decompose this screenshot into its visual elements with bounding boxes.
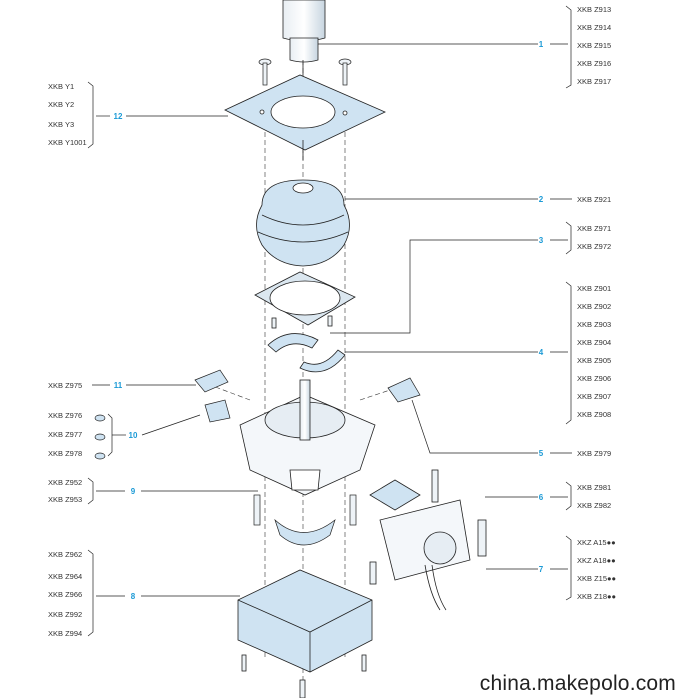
part-reference: XKB Z15●● [577, 574, 616, 583]
rubber-boot [256, 179, 350, 267]
switch-module [369, 469, 487, 611]
part-reference: XKB Z916 [577, 59, 611, 68]
callout-2: 2 XKB Z921 [539, 195, 611, 204]
part-reference: XKB Z917 [577, 77, 611, 86]
mounting-plate [224, 74, 386, 160]
part-reference: XKB Z953 [48, 495, 82, 504]
part-reference: XKB Y2 [48, 100, 74, 109]
part-reference: XKB Z905 [577, 356, 611, 365]
part-reference: XKB Z992 [48, 610, 82, 619]
part-reference: XKZ A15●● [577, 538, 616, 547]
part-reference: XKZ A18●● [577, 556, 616, 565]
left-clips [94, 369, 231, 460]
part-reference: XKB Z977 [48, 430, 82, 439]
callout-number: 1 [539, 40, 544, 49]
part-reference: XKB Z966 [48, 590, 82, 599]
callout-number: 8 [131, 592, 136, 601]
right-clip [387, 377, 421, 403]
callout-number: 9 [131, 487, 136, 496]
part-reference: XKB Z915 [577, 41, 611, 50]
callout-number: 11 [114, 381, 123, 390]
part-reference: XKB Y1 [48, 82, 74, 91]
part-reference: XKB Y1001 [48, 138, 87, 147]
callout-7: 7 XKZ A15●● XKZ A18●● XKB Z15●● XKB Z18●● [539, 538, 616, 601]
part-reference: XKB Z18●● [577, 592, 616, 601]
part-reference: XKB Z908 [577, 410, 611, 419]
callout-number: 6 [539, 493, 544, 502]
part-reference: XKB Z901 [577, 284, 611, 293]
callout-number: 2 [539, 195, 544, 204]
part-reference: XKB Z903 [577, 320, 611, 329]
guide-plates [267, 315, 346, 373]
callout-number: 12 [114, 112, 123, 121]
part-reference: XKB Z906 [577, 374, 611, 383]
part-reference: XKB Z982 [577, 501, 611, 510]
callout-leaders [87, 5, 572, 637]
part-reference: XKB Z914 [577, 23, 611, 32]
part-reference: XKB Z921 [577, 195, 611, 204]
callout-5: 5 XKB Z979 [539, 449, 611, 458]
part-reference: XKB Y3 [48, 120, 74, 129]
callout-11: 11 XKB Z975 [48, 381, 123, 390]
callout-number: 10 [129, 431, 138, 440]
part-reference: XKB Z964 [48, 572, 82, 581]
base [237, 569, 373, 698]
part-reference: XKB Z904 [577, 338, 611, 347]
part-reference: XKB Z976 [48, 411, 82, 420]
part-reference: XKB Z952 [48, 478, 82, 487]
gasket [254, 271, 356, 326]
part-reference: XKB Z979 [577, 449, 611, 458]
top-screws [258, 58, 352, 86]
callout-number: 4 [539, 348, 544, 357]
part-reference: XKB Z978 [48, 449, 82, 458]
knob-head [282, 0, 326, 76]
part-reference: XKB Z962 [48, 550, 82, 559]
part-reference: XKB Z981 [577, 483, 611, 492]
callout-number: 5 [539, 449, 544, 458]
watermark: china.makepolo.com [479, 672, 676, 695]
callout-number: 3 [539, 236, 544, 245]
part-reference: XKB Z902 [577, 302, 611, 311]
housing-body [239, 379, 376, 496]
part-reference: XKB Z913 [577, 5, 611, 14]
part-reference: XKB Z994 [48, 629, 82, 638]
springs [253, 494, 357, 546]
part-reference: XKB Z971 [577, 224, 611, 233]
callout-12: 12 XKB Y1 XKB Y2 XKB Y3 XKB Y1001 [48, 82, 123, 147]
callout-number: 7 [539, 565, 544, 574]
part-reference: XKB Z972 [577, 242, 611, 251]
part-reference: XKB Z907 [577, 392, 611, 401]
part-reference: XKB Z975 [48, 381, 82, 390]
